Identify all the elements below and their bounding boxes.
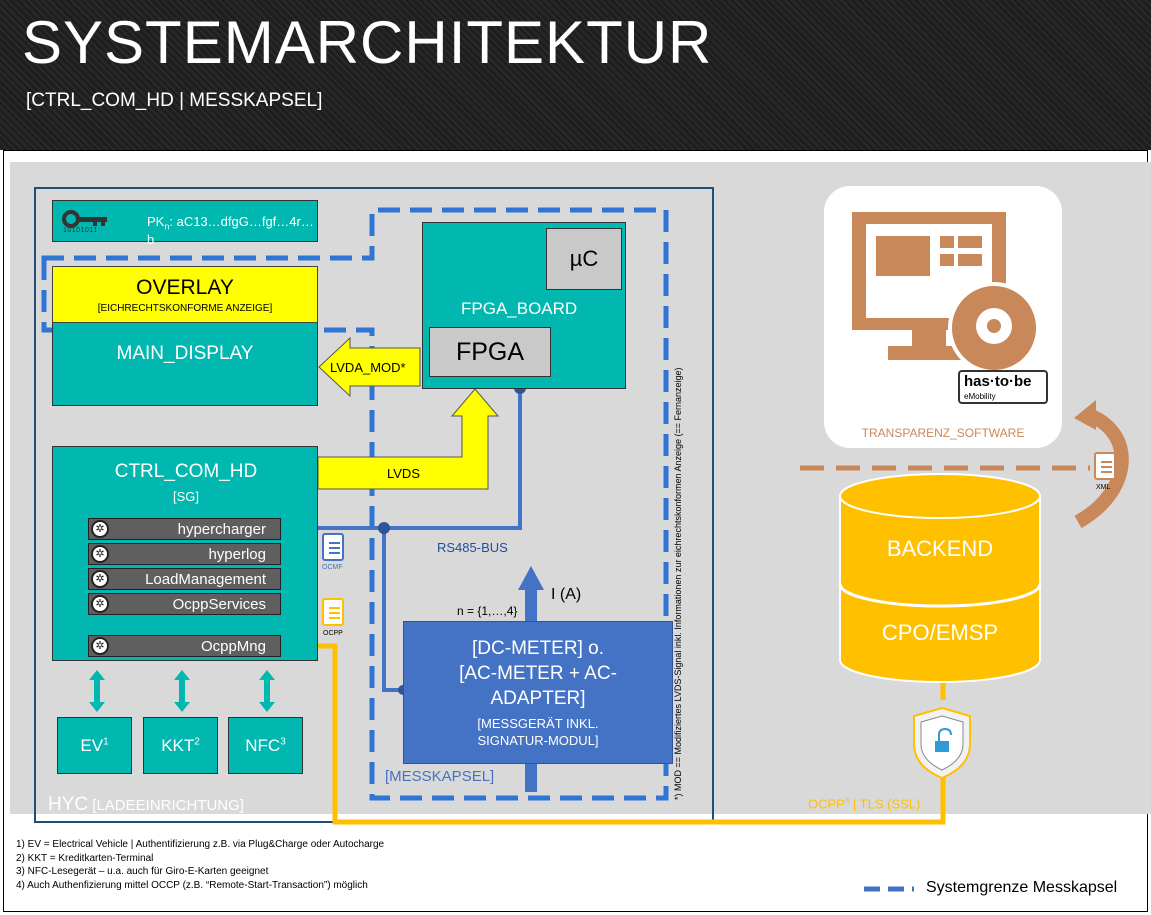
pk-prefix: PK (147, 214, 165, 229)
ocpp-file-icon (322, 598, 344, 626)
bus-node (378, 522, 390, 534)
gear-icon: ✲ (91, 595, 109, 613)
service-loadmanagement: ✲ LoadManagement (88, 568, 281, 590)
header-banner: SYSTEMARCHITEKTUR [CTRL_COM_HD | MESSKAP… (0, 0, 1151, 150)
fpga-board: µC FPGA_BOARD FPGA (422, 222, 626, 389)
key-box: 10101011 PKn: aC13…dfgG…fgf…4r…b (52, 200, 318, 247)
rs485-bus-label: RS485-BUS (437, 540, 508, 555)
device-label: NFC (245, 735, 281, 755)
monitor-icon (852, 212, 1010, 362)
legend-label: Systemgrenze Messkapsel (926, 879, 1118, 896)
service-label: OcppServices (172, 596, 266, 613)
disc-icon (948, 282, 1040, 374)
ocmf-label: OCMF (322, 564, 343, 571)
gear-icon: ✲ (91, 545, 109, 563)
overlay-box: OVERLAY [EICHRECHTSKONFORME ANZEIGE] (52, 266, 318, 323)
meter-line1: [DC-METER] o. (472, 638, 604, 659)
key-icon: 10101011 (61, 209, 111, 235)
lvda-mod-label: LVDA_MOD* (330, 360, 406, 375)
xml-label: XML (1096, 484, 1111, 491)
service-label: OcppMng (200, 638, 266, 655)
logo-text: has·to·be (964, 373, 1032, 390)
main-display-box: MAIN_DISPLAY (52, 322, 318, 406)
service-label: hypercharger (177, 521, 266, 538)
cpo-emsp-label: CPO/EMSP (881, 620, 999, 645)
current-arrow-head (518, 566, 544, 590)
hyc-label: HYC [LADEEINRICHTUNG] (48, 794, 244, 816)
device-nfc: NFC3 (228, 717, 303, 774)
current-label: I (A) (551, 586, 582, 603)
overlay-subtitle: [EICHRECHTSKONFORME ANZEIGE] (97, 302, 273, 314)
transparenz-software-card: has·to·be eMobility TRANSPARENZ_SOFTWARE (824, 186, 1062, 448)
ocpp-tls-rest: | TLS (SSL) (849, 796, 921, 812)
n-range-label: n = {1,…,4} (457, 604, 518, 618)
service-label: hyperlog (208, 546, 266, 563)
device-kkt: KKT2 (143, 717, 218, 774)
meter-line3: ADAPTER] (490, 688, 586, 709)
ocpp-tls-sup: 4 (844, 796, 850, 805)
device-sup: 3 (280, 735, 286, 747)
pk-subscript: n (164, 221, 170, 232)
fpga-chip: FPGA (429, 327, 551, 377)
footnote-2: 2) KKT = Kreditkarten-Terminal (16, 852, 154, 864)
ocpp-file-label: OCPP (323, 630, 343, 637)
hyc-sub: [LADEEINRICHTUNG] (88, 797, 244, 814)
vertical-footnote: *) MOD == Modifiziertes LVDS-Signal inkl… (673, 367, 683, 800)
backend-label: BACKEND (886, 536, 994, 561)
gear-icon: ✲ (91, 520, 109, 538)
fpga-board-label: FPGA_BOARD (461, 299, 578, 318)
lvds-label: LVDS (387, 466, 420, 481)
footnote-4: 4) Auch Authenfizierung mittel OCCP (z.B… (16, 879, 368, 891)
meter-line5: SIGNATUR-MODUL] (477, 733, 599, 748)
meter-box: [DC-METER] o. [AC-METER + AC- ADAPTER] [… (403, 621, 673, 764)
footnote-1: 1) EV = Electrical Vehicle | Authentifiz… (16, 839, 385, 850)
service-hyperlog: ✲ hyperlog (88, 543, 281, 565)
service-hypercharger: ✲ hypercharger (88, 518, 281, 540)
logo-subtext: eMobility (964, 392, 996, 401)
hyc-main: HYC (48, 794, 89, 815)
lvds-arrow (317, 388, 500, 490)
hastobe-logo: has·to·be eMobility (958, 370, 1048, 404)
microcontroller-box: µC (546, 228, 622, 290)
lock-icon (935, 741, 949, 752)
page-subtitle: [CTRL_COM_HD | MESSKAPSEL] (26, 90, 323, 111)
main-display-label: MAIN_DISPLAY (116, 343, 254, 364)
meter-line2: [AC-METER + AC- (459, 663, 617, 684)
ocpp-tls-main: OCPP (808, 796, 845, 812)
rs485-bus-line (284, 383, 522, 530)
device-label: EV (80, 735, 104, 755)
gear-icon: ✲ (91, 570, 109, 588)
ocpp-line (284, 643, 946, 825)
key-bits: 10101011 (63, 227, 98, 234)
footnote-3: 3) NFC-Lesegerät – u.a. auch für Giro-E-… (16, 866, 269, 877)
xml-file-icon (1094, 452, 1116, 480)
messkapsel-label: [MESSKAPSEL] (385, 768, 495, 785)
ocmf-file-icon (322, 533, 344, 561)
curved-arrow (1074, 407, 1129, 529)
ocpp-tls-label: OCPP4 | TLS (SSL) (808, 796, 920, 811)
device-arrows (89, 670, 275, 712)
lvda-mod-arrow (318, 336, 421, 398)
device-label: KKT (161, 735, 195, 755)
transparenz-label: TRANSPARENZ_SOFTWARE (861, 426, 1025, 440)
device-sup: 2 (194, 735, 200, 747)
footnotes: 1) EV = Electrical Vehicle | Authentifiz… (16, 838, 384, 892)
device-ev: EV1 (57, 717, 132, 774)
service-label: LoadManagement (145, 571, 266, 588)
ctrl-com-subtitle: [SG] (172, 489, 199, 504)
public-key-text: PKn: aC13…dfgG…fgf…4r…b (147, 214, 317, 247)
ctrl-com-title: CTRL_COM_HD (114, 461, 258, 482)
pk-value: : aC13…dfgG…fgf…4r…b (147, 214, 314, 247)
device-sup: 1 (103, 735, 109, 747)
gear-icon: ✲ (91, 637, 109, 655)
service-ocppmng: ✲ OcppMng (88, 635, 281, 657)
page-title: SYSTEMARCHITEKTUR (22, 9, 713, 76)
backend-cylinder (838, 473, 1042, 683)
meter-line4: [MESSGERÄT INKL. (477, 716, 599, 731)
service-ocppservices: ✲ OcppServices (88, 593, 281, 615)
overlay-title: OVERLAY (136, 275, 234, 299)
